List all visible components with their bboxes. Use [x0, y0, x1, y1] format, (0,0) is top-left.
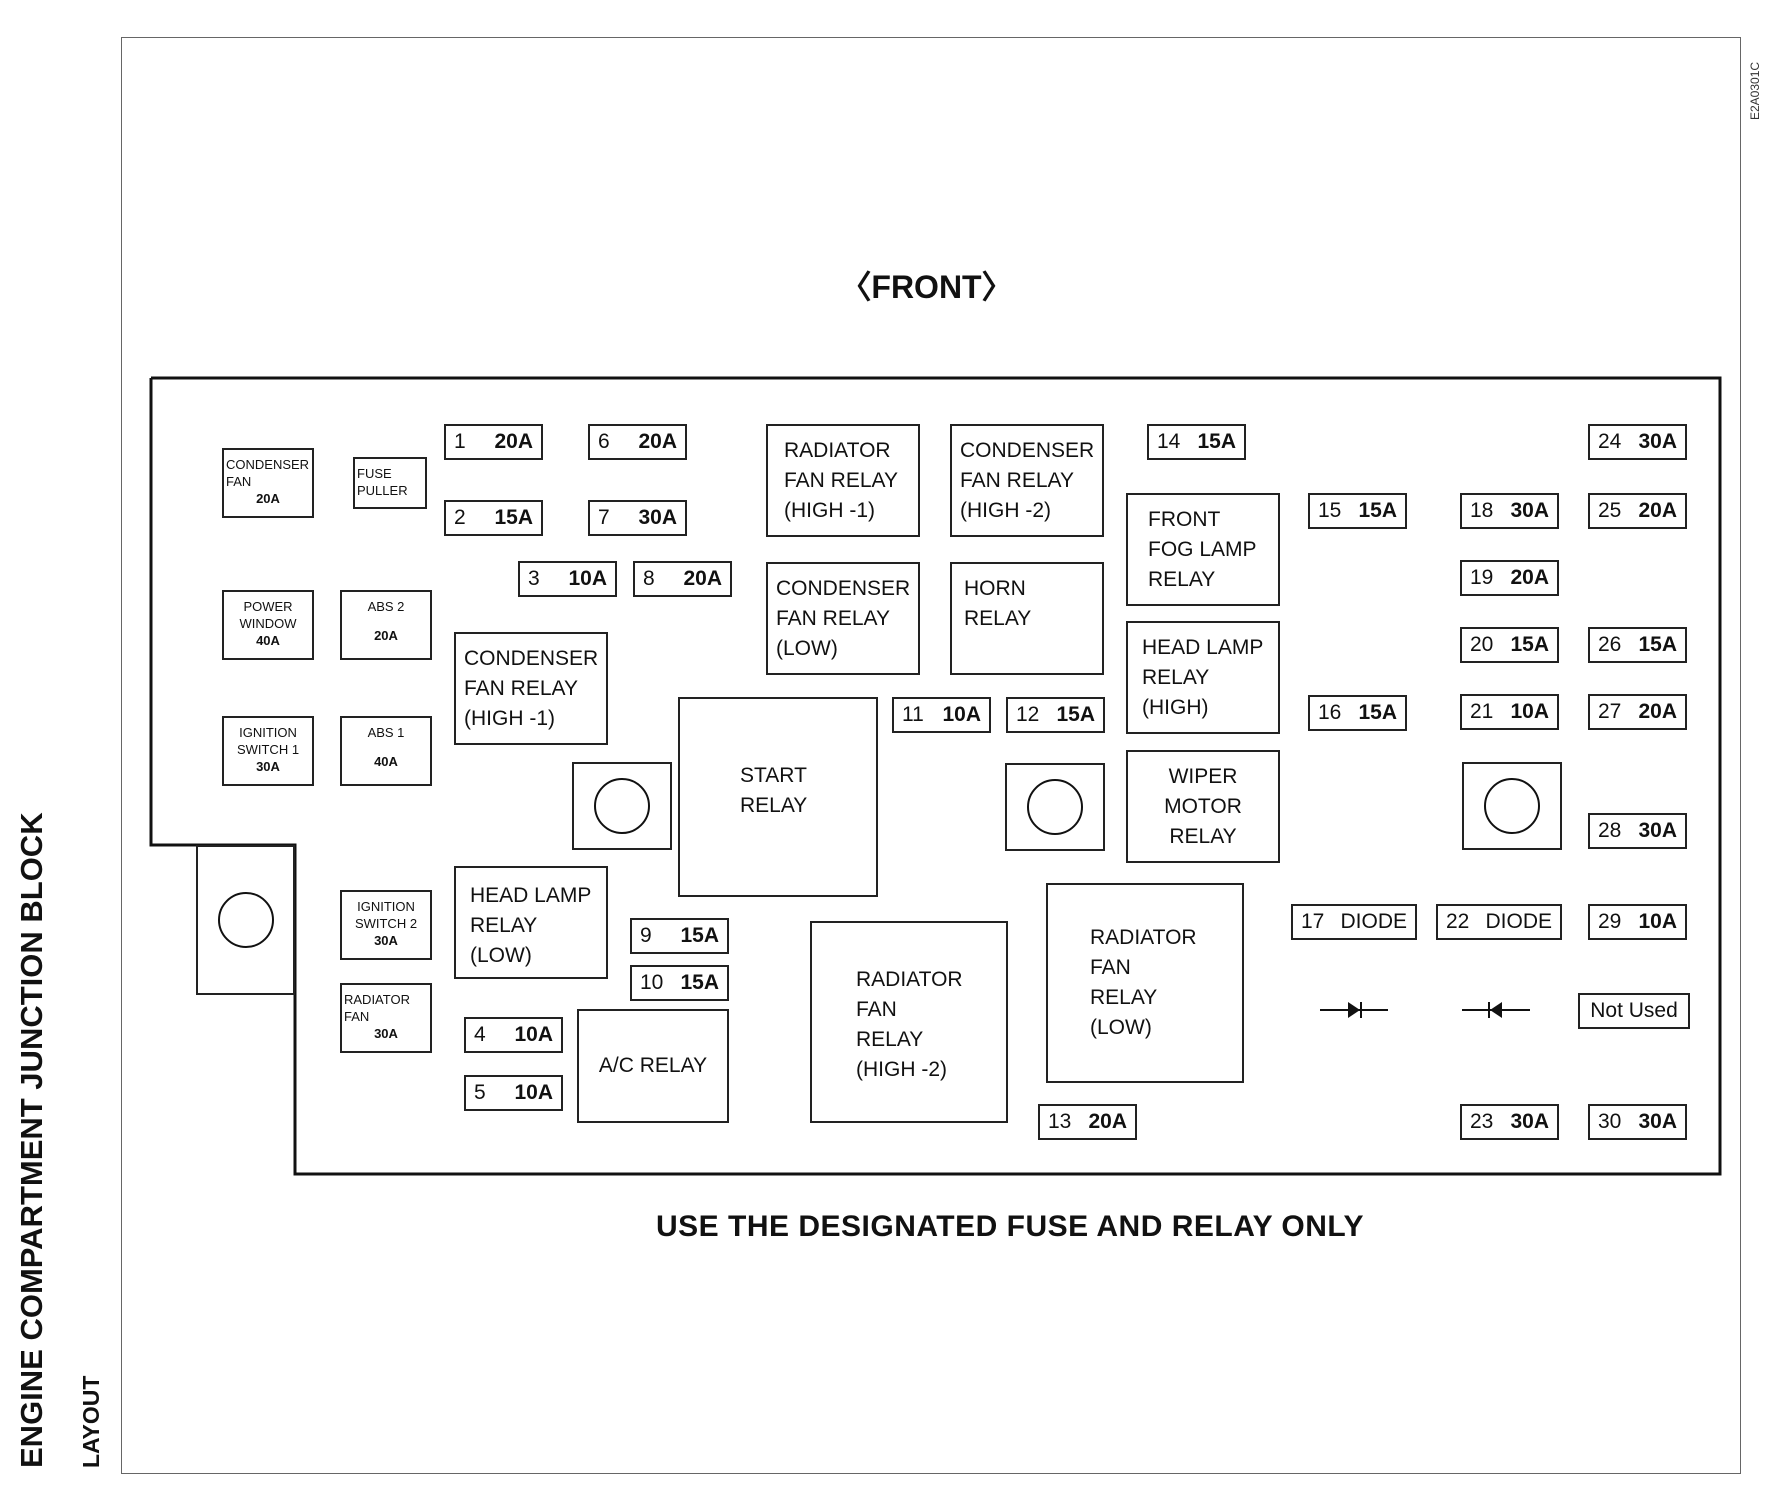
diode-22-icon: [1462, 1002, 1530, 1018]
abs1-label: ABS 1 40A: [340, 716, 432, 786]
head-lamp-relay-high: HEAD LAMP RELAY (HIGH): [1126, 621, 1280, 734]
mounting-hole-3: [1462, 762, 1562, 850]
condenser-fan-relay-high2: CONDENSER FAN RELAY (HIGH -2): [950, 424, 1104, 537]
ac-relay: A/C RELAY: [577, 1009, 729, 1123]
mounting-hole-1: [572, 762, 672, 850]
mounting-hole-left: [196, 845, 295, 995]
head-lamp-relay-low: HEAD LAMP RELAY (LOW): [454, 866, 608, 979]
abs2-label: ABS 2 20A: [340, 590, 432, 660]
fuse-puller-label: FUSE PULLER: [353, 457, 427, 509]
front-right-bracket-icon: 〉: [981, 269, 1014, 305]
front-label: 〈FRONT〉: [0, 262, 1772, 308]
bolt-hole-icon: [1027, 779, 1083, 835]
power-window-label: POWER WINDOW 40A: [222, 590, 314, 660]
radiator-fan-relay-low: RADIATOR FAN RELAY (LOW): [1046, 883, 1244, 1083]
page-frame: [121, 37, 1741, 1474]
bolt-hole-icon: [217, 892, 274, 948]
mounting-hole-2: [1005, 763, 1105, 851]
wiper-motor-relay: WIPER MOTOR RELAY: [1126, 750, 1280, 863]
condenser-fan-relay-low: CONDENSER FAN RELAY (LOW): [766, 562, 920, 675]
ignition-switch1-label: IGNITION SWITCH 1 30A: [222, 716, 314, 786]
diode-17-icon: [1320, 1002, 1388, 1018]
not-used-slot: Not Used: [1578, 993, 1690, 1029]
front-left-bracket-icon: 〈: [839, 269, 872, 305]
front-fog-lamp-relay: FRONT FOG LAMP RELAY: [1126, 493, 1280, 606]
condenser-fan-label: CONDENSER FAN 20A: [222, 448, 314, 518]
radiator-fan-relay-high2: RADIATOR FAN RELAY (HIGH -2): [810, 921, 1008, 1123]
block-outline-shape: [149, 376, 1722, 1176]
radiator-fan-relay-high1: RADIATOR FAN RELAY (HIGH -1): [766, 424, 920, 537]
horn-relay: HORN RELAY: [950, 562, 1104, 675]
start-relay: START RELAY: [678, 697, 878, 897]
front-text: FRONT: [871, 269, 982, 305]
bolt-hole-icon: [594, 778, 650, 834]
radiator-fan-label: RADIATOR FAN 30A: [340, 983, 432, 1053]
bolt-hole-icon: [1484, 778, 1540, 834]
ignition-switch2-label: IGNITION SWITCH 2 30A: [340, 890, 432, 960]
condenser-fan-relay-high1: CONDENSER FAN RELAY (HIGH -1): [454, 632, 608, 745]
designated-fuse-notice: USE THE DESIGNATED FUSE AND RELAY ONLY: [655, 1210, 1364, 1243]
